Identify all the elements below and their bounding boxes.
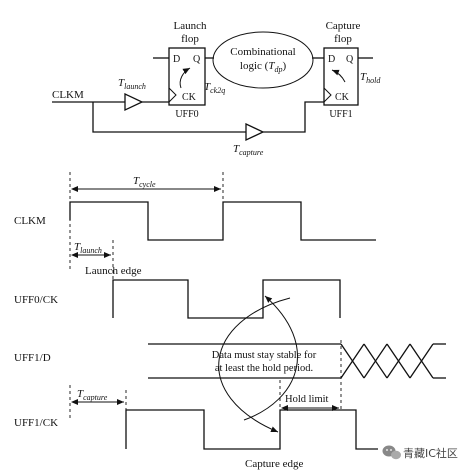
watermark-text: 青藏IC社区: [403, 446, 458, 460]
capture-flop-clock-triangle: [323, 87, 332, 103]
launch-flop-d-pin: D: [173, 54, 180, 65]
launch-flop-title-2: flop: [181, 33, 199, 45]
clkm-input-label: CLKM: [52, 89, 84, 101]
t-ck2q-label: Tck2q: [204, 81, 225, 95]
capture-to-launch-curve-arrow: [243, 295, 298, 421]
t-hold-label: Thold: [360, 71, 381, 85]
logic-label-1: Combinational: [230, 46, 295, 58]
t-capture-timing-label: Tcapture: [77, 388, 108, 402]
capture-flop-ck-pin: CK: [335, 92, 350, 103]
capture-flop-hold-arrow: [331, 69, 346, 83]
t-launch-circuit-label: Tlaunch: [118, 77, 146, 91]
capture-ck-wire: [263, 101, 324, 133]
signal-label-uff0-ck: UFF0/CK: [14, 294, 58, 306]
capture-flop-box: [323, 47, 359, 106]
launch-flop-name: UFF0: [175, 109, 198, 120]
signal-label-uff1-ck: UFF1/CK: [14, 417, 58, 429]
logic-label-2: logic (Tdp): [240, 60, 287, 74]
hold-limit-label: Hold limit: [285, 394, 329, 405]
launch-flop-ck2q-arrow: [179, 67, 191, 89]
combinational-logic-cloud: Combinational logic (Tdp): [212, 31, 314, 89]
t-capture-circuit-label: Tcapture: [233, 143, 264, 157]
capture-edge-label: Capture edge: [245, 458, 303, 470]
circuit-schematic: Launch flop D Q CK UFF0 Tck2q Combinatio…: [52, 20, 381, 157]
capture-flop-name: UFF1: [329, 109, 352, 120]
waveform-uff1-d: [148, 343, 446, 379]
launch-flop-ck-pin: CK: [182, 92, 197, 103]
hold-note-line-2: at least the hold period.: [215, 363, 313, 374]
capture-flop: Capture flop D Q CK UFF1: [323, 20, 361, 120]
timing-diagram: Tcycle CLKM Tlaunch Launch edge UFF0/CK …: [14, 172, 446, 470]
launch-clock-buffer: [124, 92, 144, 112]
t-launch-timing-label: Tlaunch: [74, 241, 102, 255]
capture-flop-title-2: flop: [334, 33, 352, 45]
waveform-clkm: [69, 201, 376, 241]
launch-to-capture-curve-arrow: [218, 297, 291, 433]
watermark: 青藏IC社区: [382, 445, 458, 460]
signal-label-uff1-d: UFF1/D: [14, 352, 51, 364]
launch-flop: Launch flop D Q CK UFF0: [168, 20, 207, 120]
waveform-uff0-ck: [112, 279, 341, 319]
capture-flop-q-pin: Q: [346, 54, 354, 65]
hold-note-background: [195, 346, 330, 376]
launch-flop-q-pin: Q: [193, 54, 201, 65]
launch-flop-clock-triangle: [168, 87, 177, 103]
signal-label-clkm: CLKM: [14, 215, 46, 227]
waveform-uff1-ck: [125, 409, 378, 450]
t-cycle-label: Tcycle: [133, 175, 156, 189]
capture-flop-d-pin: D: [328, 54, 335, 65]
capture-clock-buffer: [245, 122, 265, 142]
hold-note-line-1: Data must stay stable for: [212, 350, 317, 361]
capture-flop-title-1: Capture: [326, 20, 361, 32]
capture-clock-branch-wire: [92, 102, 246, 133]
launch-flop-title-1: Launch: [174, 20, 207, 32]
launch-edge-label: Launch edge: [85, 265, 142, 277]
wechat-icon: [382, 445, 401, 460]
launch-flop-box: [168, 47, 206, 106]
